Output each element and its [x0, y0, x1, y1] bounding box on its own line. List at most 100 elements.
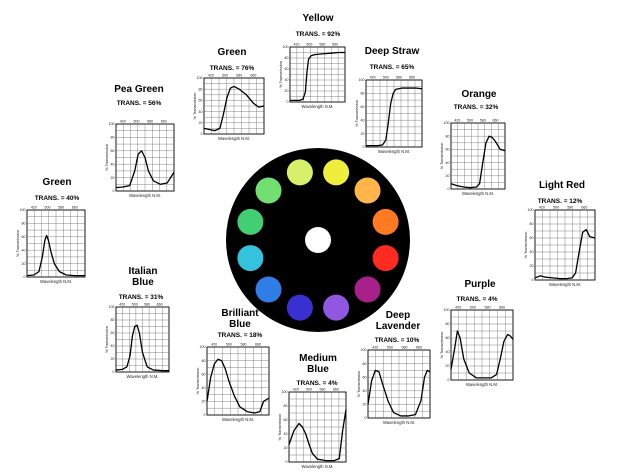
filter-swatch — [286, 159, 313, 186]
y-tick-label: 20 — [202, 400, 206, 404]
y-tick-label: 0 — [113, 370, 115, 374]
y-tick-label: 20 — [446, 174, 450, 178]
x-tick-label: 420 — [293, 43, 299, 47]
x-tick-label: 500 — [470, 306, 476, 310]
chart-title: Green — [218, 47, 247, 58]
x-tick-label: 580 — [484, 306, 490, 310]
y-tick-label: 0 — [363, 145, 365, 149]
y-axis-label: % Transmission — [193, 93, 197, 120]
y-tick-label: 40 — [284, 432, 288, 436]
y-tick-label: 20 — [285, 89, 289, 93]
x-axis-label: Wavelength N.M. — [462, 191, 494, 196]
y-tick-label: 80 — [111, 318, 115, 322]
chart-title: Yellow — [302, 13, 333, 24]
x-axis-label: Wavelength N.M. — [129, 193, 161, 198]
x-tick-label: 660 — [499, 306, 505, 310]
x-tick-label: 660 — [250, 74, 256, 78]
y-tick-label: 60 — [446, 148, 450, 152]
transmission-curve — [115, 150, 175, 189]
x-tick-label: 500 — [387, 346, 393, 350]
y-tick-label: 40 — [446, 350, 450, 354]
x-tick-label: 660 — [492, 119, 498, 123]
chart-title: Light Red — [539, 180, 585, 191]
color-wheel — [226, 148, 410, 332]
x-tick-label: 580 — [147, 120, 153, 124]
y-tick-label: 20 — [22, 262, 26, 266]
x-tick-label: 500 — [133, 120, 139, 124]
y-tick-label: 40 — [363, 389, 367, 393]
y-tick-label: 0 — [201, 132, 203, 136]
x-tick-label: 580 — [480, 119, 486, 123]
y-tick-label: 100 — [109, 122, 115, 126]
chart-subtitle: TRANS. = 31% — [119, 294, 164, 301]
x-tick-label: 660 — [72, 206, 78, 210]
y-tick-label: 40 — [446, 161, 450, 165]
chart-subtitle: TRANS. = 65% — [370, 64, 415, 71]
x-tick-label: 420 — [372, 346, 378, 350]
x-tick-label: 580 — [401, 346, 407, 350]
y-tick-label: 100 — [361, 348, 367, 352]
x-tick-label: 500 — [306, 388, 312, 392]
chart-subtitle: TRANS. = 56% — [117, 100, 162, 107]
y-tick-label: 80 — [199, 87, 203, 91]
chart-subtitle: TRANS. = 40% — [35, 195, 80, 202]
x-tick-label: 420 — [293, 388, 299, 392]
y-tick-label: 0 — [532, 278, 534, 282]
y-tick-label: 40 — [111, 344, 115, 348]
filter-swatch — [323, 159, 350, 186]
x-tick-label: 500 — [383, 76, 389, 80]
x-tick-label: 580 — [236, 74, 242, 78]
y-tick-label: 60 — [446, 336, 450, 340]
x-tick-label: 420 — [455, 306, 461, 310]
center-white-swatch — [305, 227, 331, 253]
y-tick-label: 0 — [448, 378, 450, 382]
chart-subtitle: TRANS. = 32% — [454, 104, 499, 111]
chart-subtitle: TRANS. = 4% — [297, 380, 338, 387]
chart-title: Pea Green — [114, 84, 163, 95]
y-tick-label: 80 — [202, 359, 206, 363]
x-axis-label: Wavelength N.M. — [218, 136, 250, 141]
y-tick-label: 80 — [284, 404, 288, 408]
x-axis-label: Wavelength N.M. — [383, 420, 415, 425]
x-axis-label: Wavelength N.M. — [466, 382, 498, 387]
y-tick-label: 80 — [111, 136, 115, 140]
x-tick-label: 660 — [161, 120, 167, 124]
y-tick-label: 60 — [363, 375, 367, 379]
x-tick-label: 660 — [333, 388, 339, 392]
x-tick-label: 500 — [226, 343, 232, 347]
y-axis-label: % Transmission — [440, 143, 444, 170]
filter-swatch — [354, 177, 381, 204]
transmission-curve — [534, 228, 596, 280]
transmission-curve — [450, 135, 506, 189]
transmission-curve — [206, 358, 270, 414]
y-axis-label: % Transmission — [16, 230, 20, 257]
y-tick-label: 80 — [446, 134, 450, 138]
x-tick-label: 580 — [320, 388, 326, 392]
chart-subtitle: TRANS. = 10% — [375, 337, 420, 344]
y-axis-label: % Transmission — [196, 368, 200, 395]
y-axis-label: % Transmission — [524, 232, 528, 259]
y-axis-label: % Transmission — [105, 326, 109, 353]
y-tick-label: 80 — [285, 56, 289, 60]
y-tick-label: 20 — [199, 121, 203, 125]
x-tick-label: 500 — [553, 206, 559, 210]
y-tick-label: 40 — [361, 118, 365, 122]
filter-swatch — [237, 245, 264, 272]
y-tick-label: 60 — [111, 149, 115, 153]
y-tick-label: 40 — [111, 162, 115, 166]
y-tick-label: 60 — [199, 99, 203, 103]
y-tick-label: 60 — [202, 372, 206, 376]
y-tick-label: 80 — [446, 322, 450, 326]
x-tick-label: 580 — [144, 303, 150, 307]
chart-subtitle: TRANS. = 92% — [296, 31, 341, 38]
y-tick-label: 0 — [113, 189, 115, 193]
